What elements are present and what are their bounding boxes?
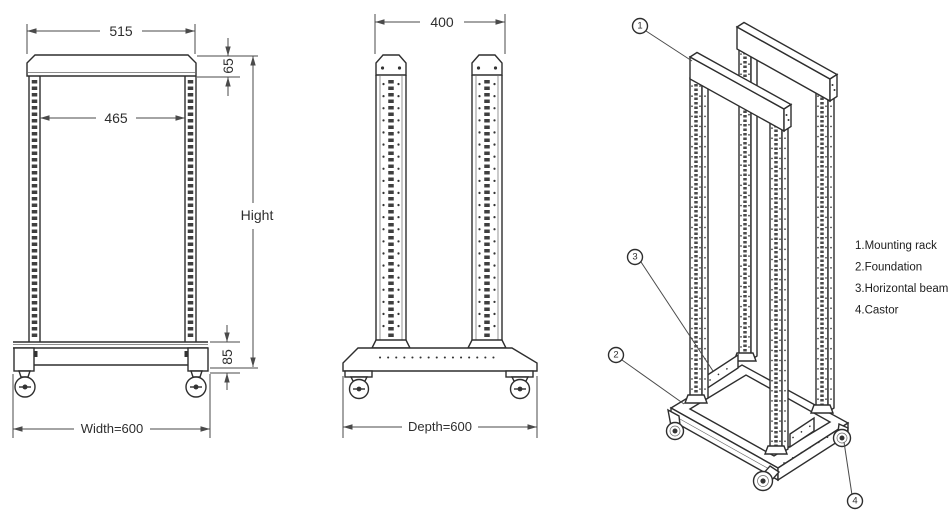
dimension-inner-width: 465 — [40, 110, 185, 126]
dimension-post-spacing: 400 — [374, 14, 506, 54]
callout-4-label: 4 — [852, 496, 857, 507]
side-right-caster — [509, 376, 531, 400]
dim-400-label: 400 — [430, 14, 454, 30]
iso-caster-front — [752, 465, 781, 492]
dimension-cap-height: 65 — [197, 38, 258, 96]
side-left-post — [370, 54, 412, 349]
callout-4: 4 — [846, 492, 864, 510]
iso-caster-left — [665, 408, 685, 441]
dim-65-label: 65 — [220, 58, 236, 74]
iso-front-beam — [688, 51, 793, 133]
side-left-caster — [348, 376, 370, 400]
side-base — [342, 347, 538, 378]
mount-tab — [184, 351, 188, 357]
iso-back-beam — [735, 21, 839, 103]
dim-depth-label: Depth=600 — [408, 419, 472, 434]
iso-horizontal-beam-right — [789, 416, 815, 449]
callout-1-label: 1 — [637, 21, 642, 32]
callout-2: 2 — [607, 346, 625, 364]
callout-3-label: 3 — [632, 252, 637, 263]
callout-3: 3 — [626, 248, 644, 266]
dim-515-label: 515 — [109, 23, 133, 39]
front-left-rail — [28, 76, 41, 342]
dim-width-label: Width=600 — [81, 421, 144, 436]
front-view: 515 465 65 Hight 85 — [12, 23, 274, 438]
dim-hight-label: Hight — [241, 207, 274, 223]
dimension-overall-width: Width=600 — [12, 374, 211, 438]
iso-post-front-right — [763, 106, 789, 455]
legend-item-castor: 4.Castor — [855, 305, 899, 317]
front-top-cap — [26, 54, 197, 77]
iso-post-back-right — [809, 74, 835, 414]
front-right-caster — [185, 370, 207, 398]
legend-item-foundation: 2.Foundation — [855, 262, 922, 274]
legend: 1.Mounting rack 2.Foundation 3.Horizonta… — [855, 240, 948, 317]
front-left-caster — [14, 370, 36, 398]
dimension-overall-depth: Depth=600 — [342, 376, 538, 438]
iso-post-front-left — [683, 72, 709, 404]
iso-callouts: 1 2 3 4 — [607, 17, 864, 510]
iso-caster-right — [832, 422, 852, 448]
front-right-rail — [184, 76, 197, 342]
isometric-view: 1 2 3 4 — [607, 17, 864, 510]
dim-465-label: 465 — [104, 110, 128, 126]
callout-1: 1 — [631, 17, 649, 35]
legend-item-mounting-rack: 1.Mounting rack — [855, 240, 937, 252]
front-base — [13, 341, 209, 372]
dimension-top-width: 515 — [26, 23, 196, 54]
callout-2-label: 2 — [613, 350, 618, 361]
mount-tab — [34, 351, 38, 357]
dimension-height: Hight — [210, 56, 274, 369]
side-right-post — [466, 54, 508, 349]
side-view: 400 Depth=600 — [342, 14, 538, 438]
dim-85-label: 85 — [219, 349, 235, 365]
legend-item-horizontal-beam: 3.Horizontal beam — [855, 283, 948, 295]
dimension-base-height: 85 — [210, 325, 240, 390]
